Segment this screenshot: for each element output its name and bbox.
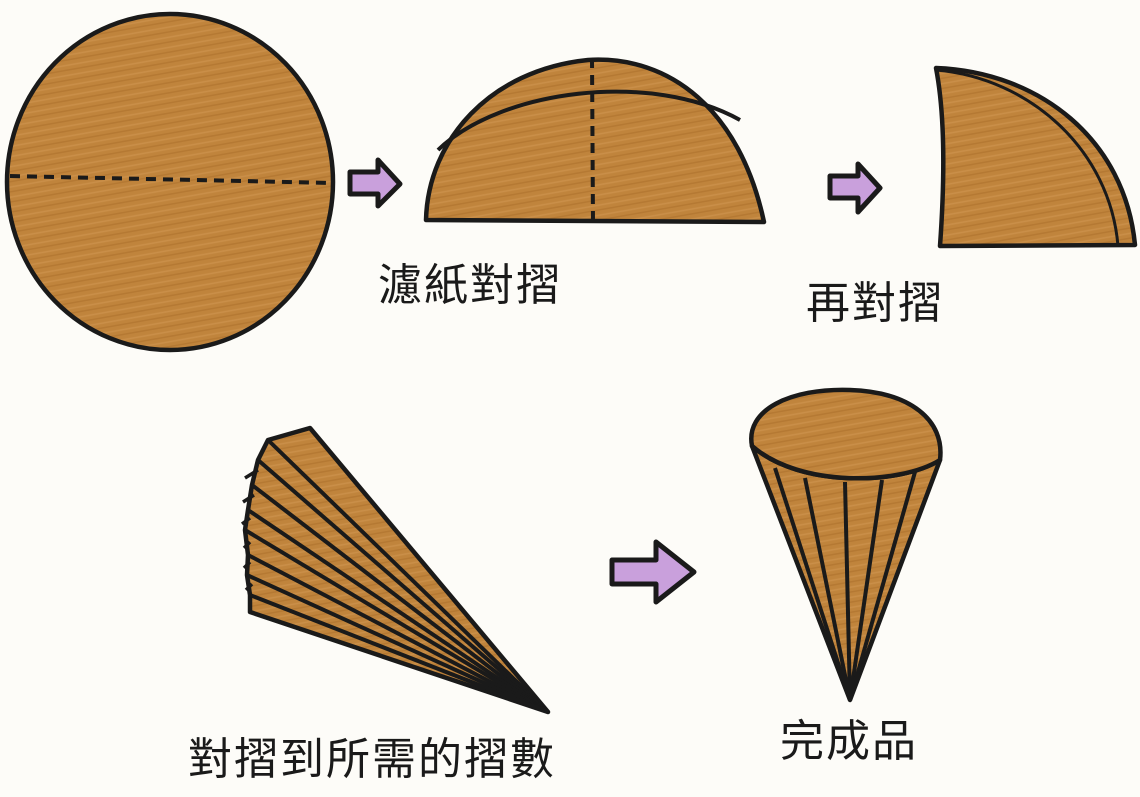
fold-line-vertical xyxy=(590,57,595,223)
arrow-right-icon xyxy=(609,539,697,605)
half-folded-paper xyxy=(423,57,767,225)
step-caption-fold-again: 再對摺 xyxy=(806,278,944,329)
step-caption-finished: 完成品 xyxy=(780,716,918,767)
finished-cone-filter xyxy=(749,387,943,703)
fold-line-horizontal xyxy=(9,174,334,185)
filter-paper-circle xyxy=(4,11,336,353)
step-caption-pleat: 對摺到所需的摺數 xyxy=(188,734,556,785)
step-caption-fold-filter: 濾紙對摺 xyxy=(378,260,562,311)
arrow-right-icon xyxy=(347,157,403,209)
quarter-folded-paper xyxy=(933,65,1138,249)
arrow-right-icon xyxy=(827,161,883,215)
pleated-fan-paper xyxy=(240,425,551,715)
